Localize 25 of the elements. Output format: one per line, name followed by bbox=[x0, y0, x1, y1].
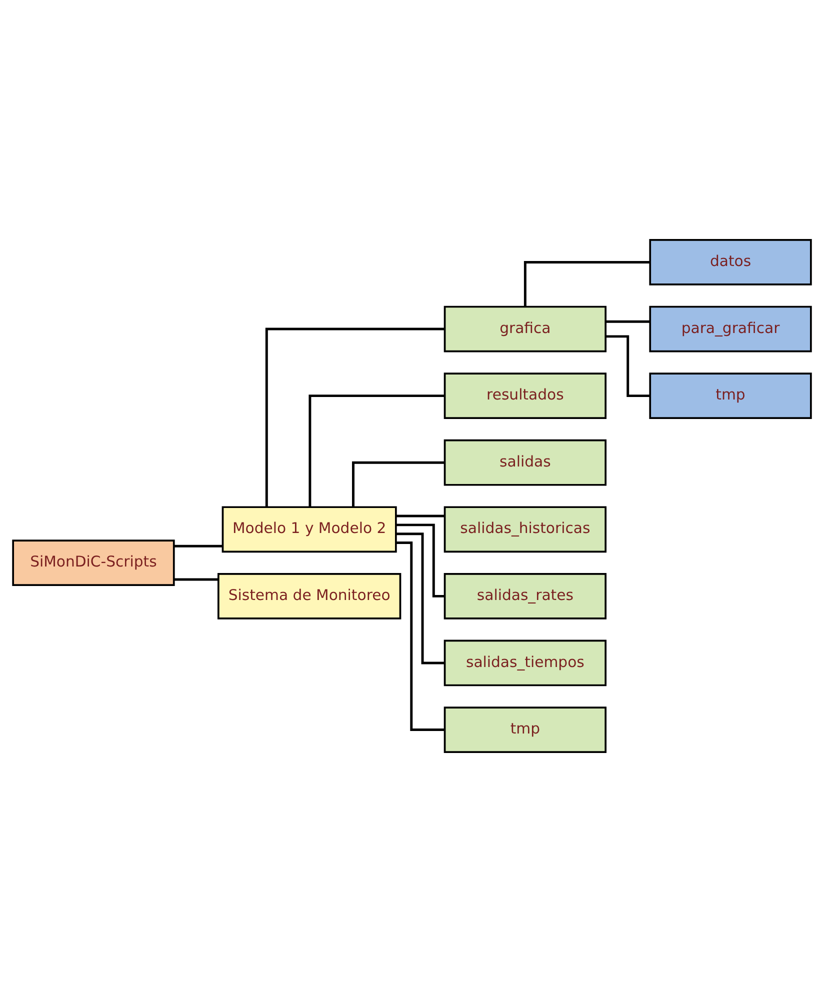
node-box: SiMonDiC-Scripts bbox=[12, 540, 175, 586]
connector bbox=[352, 461, 445, 507]
connector bbox=[396, 532, 444, 664]
node-box: salidas_tiempos bbox=[444, 640, 607, 686]
node-box: salidas_rates bbox=[444, 573, 607, 620]
node-box: resultados bbox=[444, 372, 607, 419]
connector bbox=[174, 578, 218, 581]
connector bbox=[606, 320, 650, 323]
node-box: Modelo 1 y Modelo 2 bbox=[222, 506, 397, 553]
node-box: tmp bbox=[649, 372, 812, 419]
connector bbox=[396, 514, 444, 518]
connector bbox=[396, 524, 444, 598]
node-box: Sistema de Monitoreo bbox=[217, 573, 402, 620]
node-box: tmp bbox=[444, 706, 607, 753]
node-box: grafica bbox=[444, 306, 607, 352]
node-box: datos bbox=[649, 239, 812, 286]
node-box: salidas bbox=[444, 439, 607, 486]
connector bbox=[308, 394, 444, 507]
connector bbox=[396, 542, 444, 732]
connector bbox=[265, 328, 444, 507]
node-box: salidas_historicas bbox=[444, 506, 607, 553]
connector bbox=[174, 544, 222, 548]
connector bbox=[524, 260, 650, 306]
connector bbox=[606, 335, 650, 398]
node-box: para_graficar bbox=[649, 306, 812, 352]
